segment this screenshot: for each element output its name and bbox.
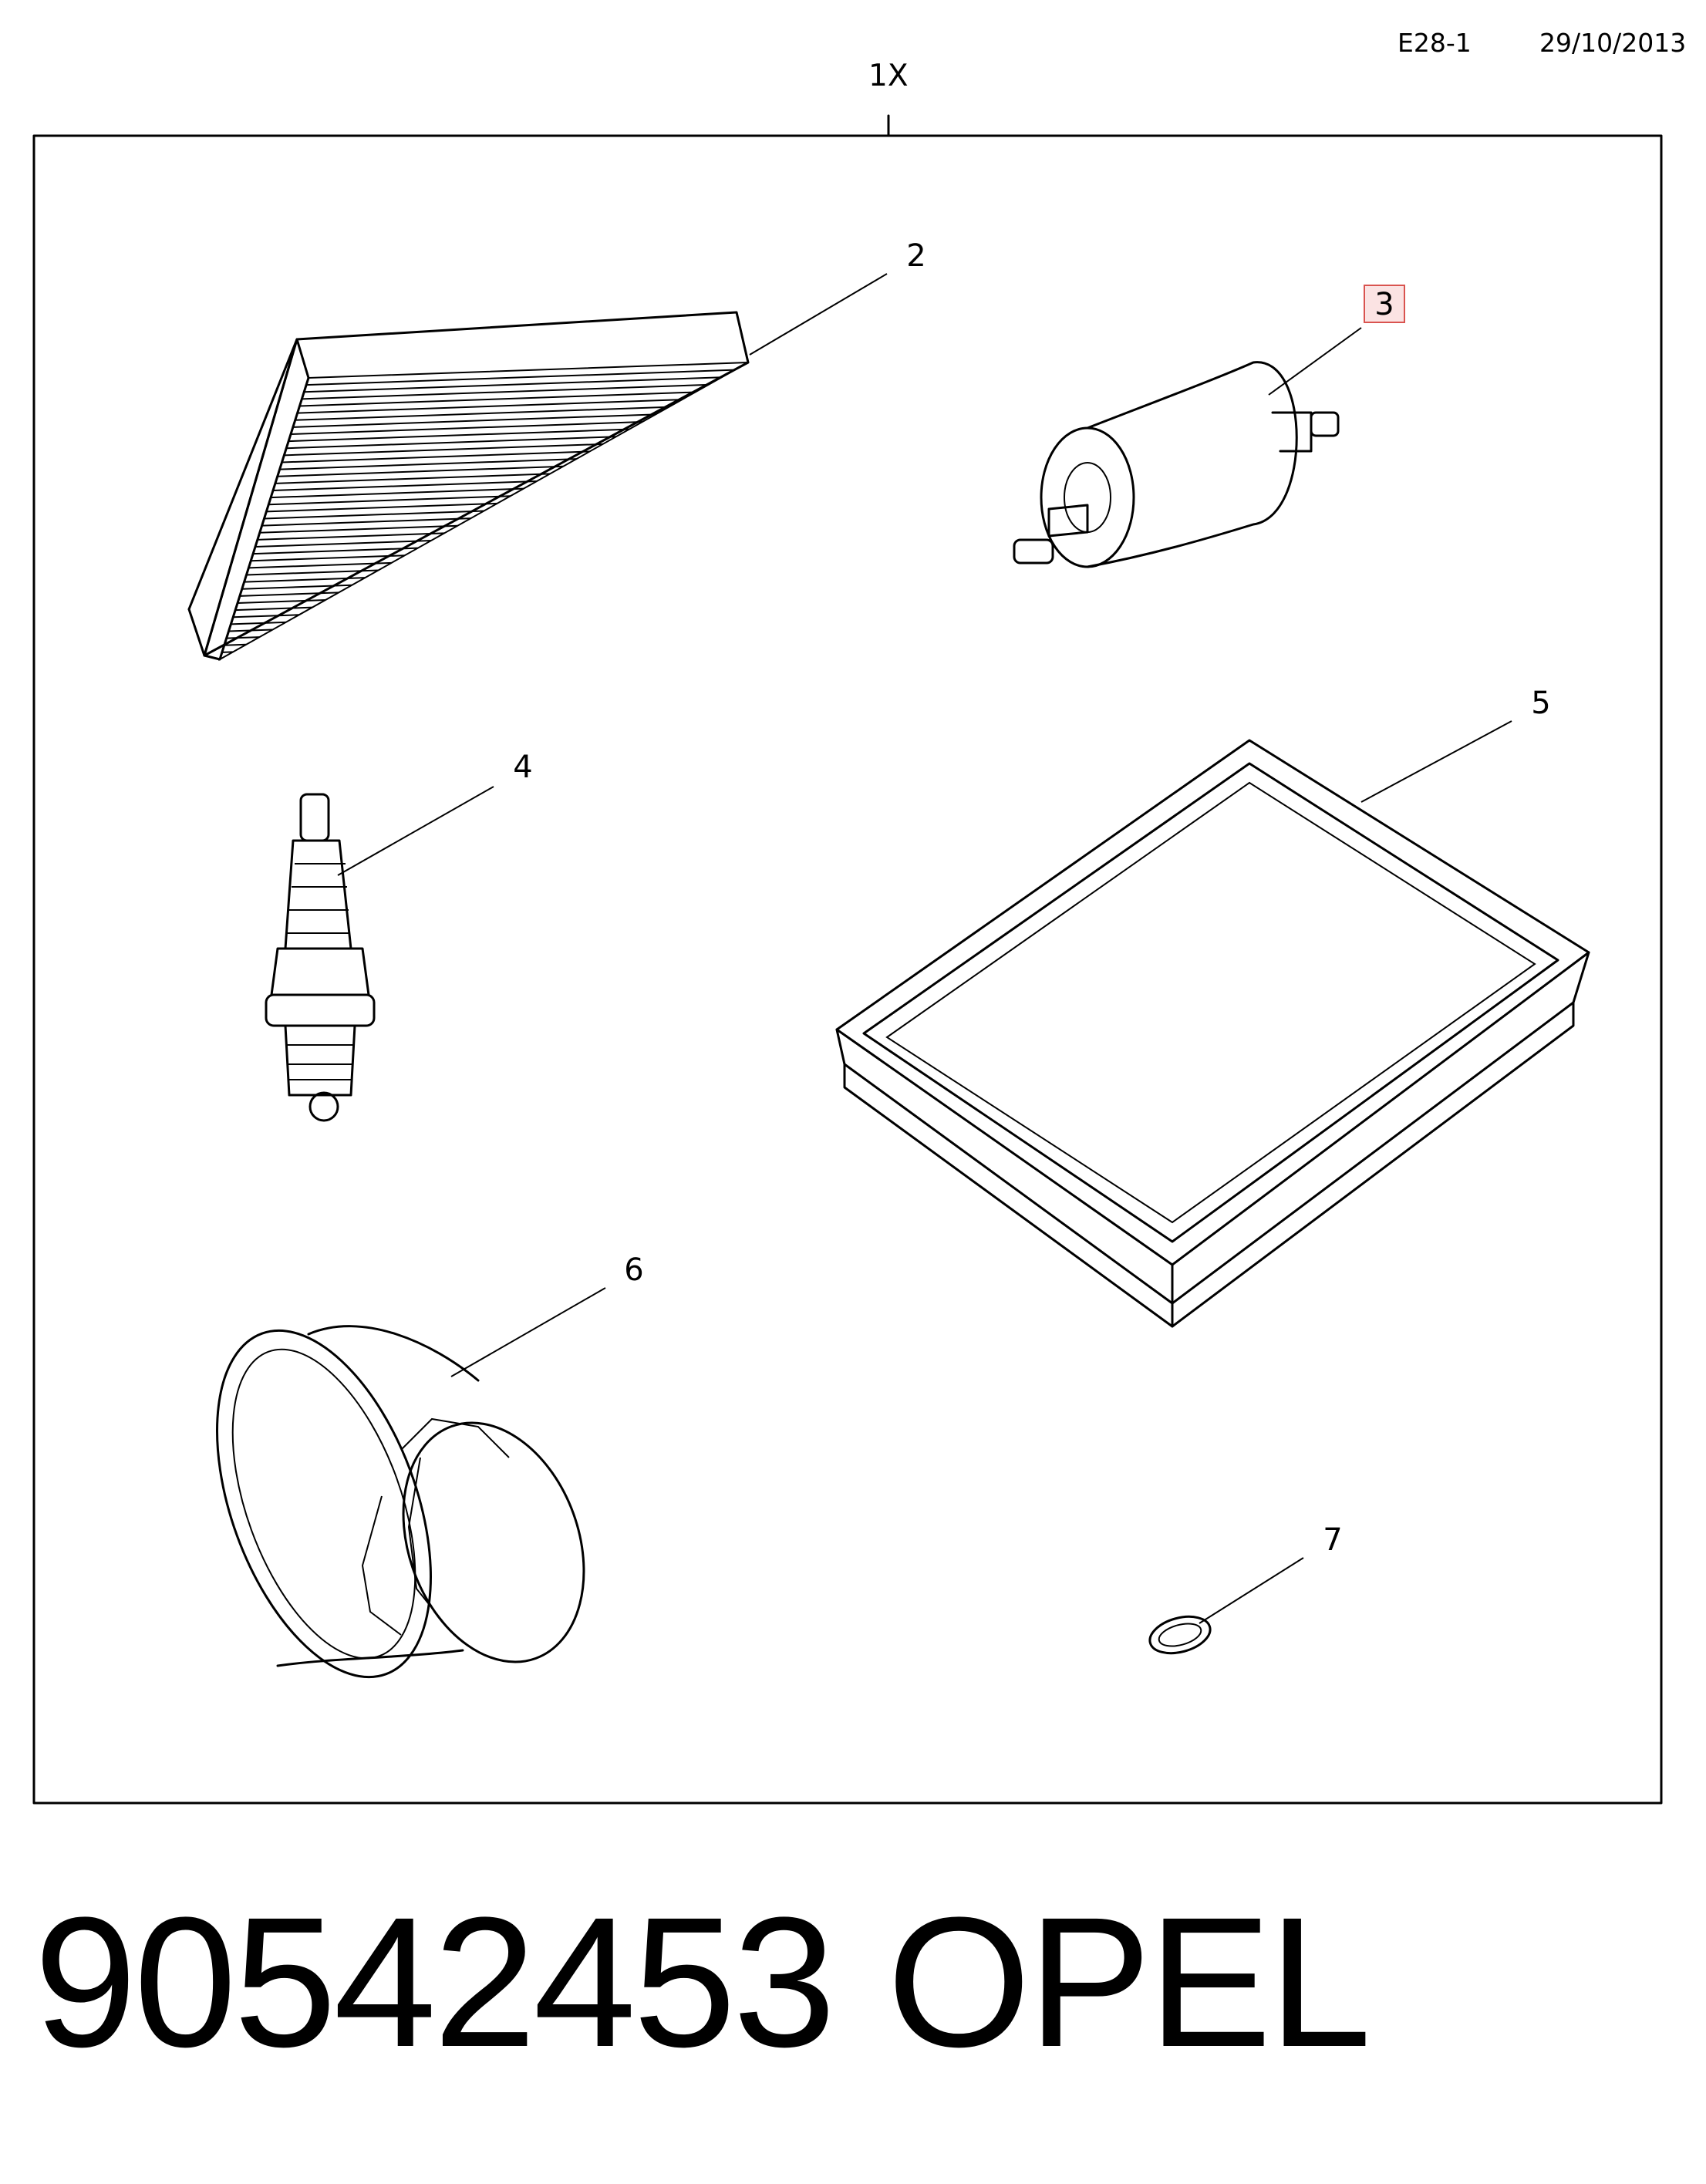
filter-pleat: [286, 436, 616, 450]
filter-pleat: [266, 502, 497, 513]
filter-pleat: [253, 547, 418, 555]
diagram-frame: [32, 134, 1663, 1805]
filter-pleat: [306, 369, 735, 386]
filter-pleat: [244, 577, 366, 583]
diagram-date: 29/10/2013: [1539, 28, 1687, 58]
filter-pleat: [299, 391, 696, 407]
spark-plug[interactable]: [265, 793, 376, 1122]
leader-line-7: [1199, 1557, 1304, 1624]
filter-pleat: [295, 406, 669, 421]
filter-pleat: [226, 636, 260, 639]
callout-7[interactable]: 7: [1323, 1522, 1342, 1558]
filter-pleat: [304, 376, 722, 393]
filter-pleat: [228, 629, 273, 632]
filter-pleat: [235, 606, 312, 612]
callout-2[interactable]: 2: [906, 238, 925, 274]
brand-name: OPEL: [887, 1879, 1371, 2085]
air-filter[interactable]: [835, 739, 1590, 1328]
fuel-filter[interactable]: [1013, 361, 1340, 568]
callout-4[interactable]: 4: [513, 750, 532, 785]
filter-pleat: [275, 473, 551, 484]
leader-line-2: [749, 273, 888, 356]
filter-pleat: [237, 599, 326, 604]
filter-pleat: [272, 480, 538, 491]
filter-pleat: [297, 399, 683, 414]
filter-pleat: [290, 421, 643, 435]
callout-3[interactable]: 3: [1374, 287, 1394, 322]
filter-pleat: [233, 614, 299, 618]
oil-filter[interactable]: [175, 1302, 615, 1706]
diagram-code: E28-1: [1398, 28, 1472, 58]
filter-pleat: [277, 465, 564, 477]
filter-pleat: [239, 592, 339, 597]
leader-line-4: [337, 786, 494, 876]
leader-line-6: [450, 1287, 606, 1377]
filter-pleat: [248, 561, 392, 569]
callout-6[interactable]: 6: [624, 1252, 643, 1288]
filter-pleat: [302, 383, 709, 400]
filter-pleat: [241, 584, 352, 590]
filter-pleat: [271, 487, 524, 499]
kit-quantity: 1X: [868, 59, 909, 93]
leader-line-5: [1360, 720, 1512, 803]
filter-pleat: [288, 428, 629, 443]
sealing-ring[interactable]: [1146, 1610, 1215, 1659]
leader-line-3: [1268, 327, 1362, 396]
filter-pleat: [246, 569, 379, 576]
filter-pleat: [282, 450, 590, 463]
filter-pleat: [261, 517, 471, 527]
filter-pleat: [257, 532, 445, 541]
filter-pleat: [292, 413, 656, 428]
filter-pleat: [231, 621, 286, 625]
filter-pleat: [264, 510, 484, 520]
filter-pleat: [255, 540, 432, 548]
callout-highlight-box: [1364, 285, 1405, 323]
filter-pleat: [251, 554, 405, 562]
filter-pleat: [279, 458, 577, 470]
callout-5[interactable]: 5: [1531, 686, 1550, 721]
filter-pleat: [259, 524, 458, 534]
filter-pleat: [284, 443, 603, 457]
part-number: 90542453: [34, 1879, 836, 2085]
cabin-air-filter[interactable]: [187, 311, 750, 662]
filter-pleat: [268, 495, 511, 506]
